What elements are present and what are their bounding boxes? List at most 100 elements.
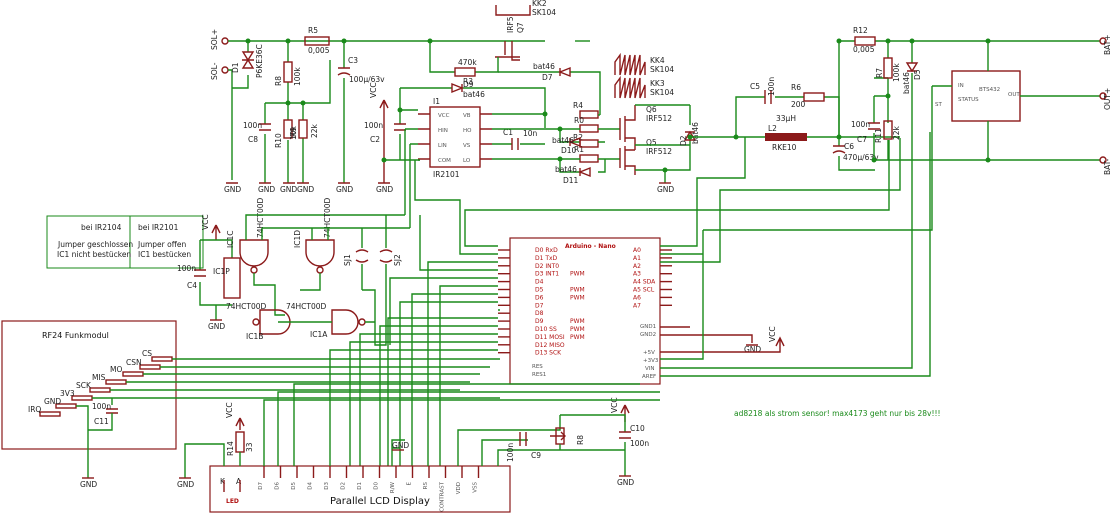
- c7-capacitor: [868, 122, 880, 130]
- gnd-symbols-top: GND GND GND GND GND GND: [224, 182, 393, 194]
- rf24-module: [1, 320, 177, 450]
- ic1c-value: 74HCT00D: [256, 197, 265, 238]
- lcd-pin-label: D4: [308, 481, 314, 489]
- q5-mosfet: [619, 146, 636, 175]
- junctions: [245, 38, 991, 173]
- d9-diode: [451, 82, 464, 94]
- lcd-pin-label: D7: [258, 481, 264, 489]
- c10-label: C10: [630, 424, 645, 433]
- c4-capacitor: [194, 269, 206, 277]
- arduino-pwm-label: PWM: [570, 318, 585, 325]
- q5-label: Q5: [646, 138, 657, 147]
- arduino-pwm-label: PWM: [570, 326, 585, 333]
- d11-diode: [578, 166, 591, 178]
- c8-value: 100n: [243, 121, 262, 130]
- arduino-left-pin-label: D6: [535, 294, 544, 301]
- arduino-right-pin-label: A0: [633, 247, 641, 254]
- r5-label: R5: [308, 26, 318, 35]
- sj2-jumper: [379, 249, 393, 263]
- r8-resistor: [283, 61, 293, 83]
- d9-value: bat46: [463, 90, 485, 99]
- r8-value: 100k: [293, 67, 302, 86]
- bts432-in-pin: IN: [958, 83, 964, 89]
- sol-minus-label: SOL-: [210, 62, 219, 80]
- lcd-pin-label: E: [407, 481, 413, 485]
- d7-diode: [558, 66, 571, 78]
- svg-text:GND: GND: [44, 397, 61, 406]
- jumper-col1-head: bei IR2104: [81, 223, 122, 232]
- r4-label: R4: [573, 101, 583, 110]
- c1-value: 10n: [523, 129, 538, 138]
- design-note: ad8218 als strom sensor! max4173 geht nu…: [734, 409, 940, 418]
- lcd-display: [209, 465, 511, 513]
- lcd-pin-label: R/W: [390, 481, 396, 493]
- arduino-gnd2: GND2: [640, 332, 656, 338]
- l2-inductor: [765, 133, 807, 141]
- ic1a-gate: [331, 309, 359, 335]
- arduino-right-pin-label: A4 SDA: [633, 279, 656, 286]
- r14-label: R14: [226, 441, 235, 456]
- gnd-c4-label: GND: [208, 322, 225, 331]
- ir2101-value: IR2101: [433, 170, 460, 179]
- kk3-value: SK104: [650, 88, 674, 97]
- r14-value: 33: [245, 442, 254, 452]
- d10-label: D10: [561, 146, 577, 155]
- r0-resistor: [579, 124, 599, 133]
- arduino-right-pin-label: A5 SCL: [633, 287, 655, 294]
- d11-value: bat46: [555, 165, 577, 174]
- lcd-pin-label: CONTRAST: [440, 481, 446, 511]
- c10-capacitor: [619, 431, 631, 439]
- jumper-col1-body1: Jumper geschlossen: [57, 240, 133, 249]
- kk4-value: SK104: [650, 65, 674, 74]
- bat-minus-terminal: [1099, 156, 1107, 164]
- r6-value: 200: [791, 100, 806, 109]
- lcd-pin-label: D6: [275, 481, 281, 489]
- d5-value: bat46: [902, 72, 911, 94]
- svg-text:HIN: HIN: [438, 128, 448, 134]
- c5-capacitor: [764, 90, 772, 104]
- arduino-left-pin-label: D3 INT1: [535, 271, 559, 278]
- gnd-label-1: GND: [224, 185, 241, 194]
- arduino-gnd1: GND1: [640, 324, 656, 330]
- d7-label: D7: [542, 73, 553, 82]
- q6-mosfet: [619, 105, 636, 150]
- d1-tvs-diode: [241, 51, 255, 69]
- kk2-value: SK104: [532, 8, 556, 17]
- c2-value: 100n: [364, 121, 383, 130]
- bat-minus-label: BAT-: [1103, 158, 1112, 175]
- r7-label: R7: [875, 68, 884, 78]
- vcc-arrow-lcd: [235, 417, 245, 430]
- lcd-pin-label: D0: [374, 481, 380, 489]
- bts432-st-pin: ST: [935, 102, 942, 108]
- jumper-col2-body2: IC1 bestücken: [138, 250, 191, 259]
- q5-value: IRF512: [646, 147, 672, 156]
- arduino-title: Arduino - Nano: [565, 243, 616, 250]
- gnd-label-6: GND: [376, 185, 393, 194]
- r11-value: 22k: [892, 125, 901, 140]
- d10-value: bat46: [552, 136, 574, 145]
- lcd-title: Parallel LCD Display: [330, 496, 430, 507]
- c7-label: C7: [857, 135, 867, 144]
- arduino-5v: +5V: [643, 350, 655, 356]
- d2-label: D2: [679, 135, 688, 146]
- lcd-led: LED: [226, 498, 239, 505]
- vcc-label-arduino: VCC: [768, 326, 777, 342]
- r9-resistor: [298, 119, 308, 139]
- r9-value: 22k: [310, 123, 319, 138]
- svg-text:VB: VB: [463, 113, 471, 119]
- c6-capacitor: [832, 145, 846, 154]
- kk2-label: KK2: [532, 0, 547, 8]
- l2-label: L2: [768, 124, 777, 133]
- out-plus-label: OUT+: [1103, 88, 1112, 110]
- arduino-vin: VIN: [645, 366, 655, 372]
- svg-text:CSN: CSN: [126, 358, 142, 367]
- lcd-pin-label: D1: [357, 482, 363, 490]
- r11-label: R11: [874, 128, 883, 143]
- d5-label: D5: [913, 69, 922, 80]
- c3-label: C3: [348, 56, 358, 65]
- r10-value: 10k: [289, 125, 298, 140]
- ic1b-value: 74HCT00D: [226, 302, 267, 311]
- svg-text:VCC: VCC: [438, 113, 450, 119]
- r8b-label: R8: [576, 435, 585, 445]
